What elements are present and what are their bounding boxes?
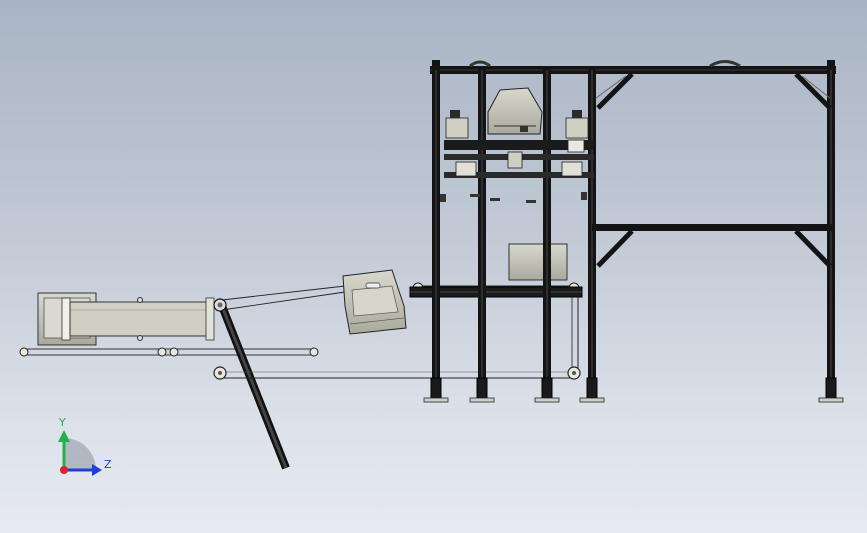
z-axis-arrow xyxy=(92,464,102,476)
inclined-arm[interactable] xyxy=(213,298,290,470)
transfer-belt xyxy=(213,282,581,380)
origin-marker xyxy=(60,466,68,474)
coordinate-triad: Y Z xyxy=(58,416,112,476)
main-frame[interactable] xyxy=(423,60,844,403)
platform-conveyor[interactable] xyxy=(409,243,583,298)
filling-head[interactable] xyxy=(440,87,594,203)
infeed-conveyor[interactable] xyxy=(19,292,319,357)
y-axis-arrow xyxy=(58,430,70,442)
y-axis-label: Y xyxy=(58,416,66,429)
z-axis-label: Z xyxy=(104,458,112,471)
bag-part[interactable] xyxy=(342,269,407,335)
